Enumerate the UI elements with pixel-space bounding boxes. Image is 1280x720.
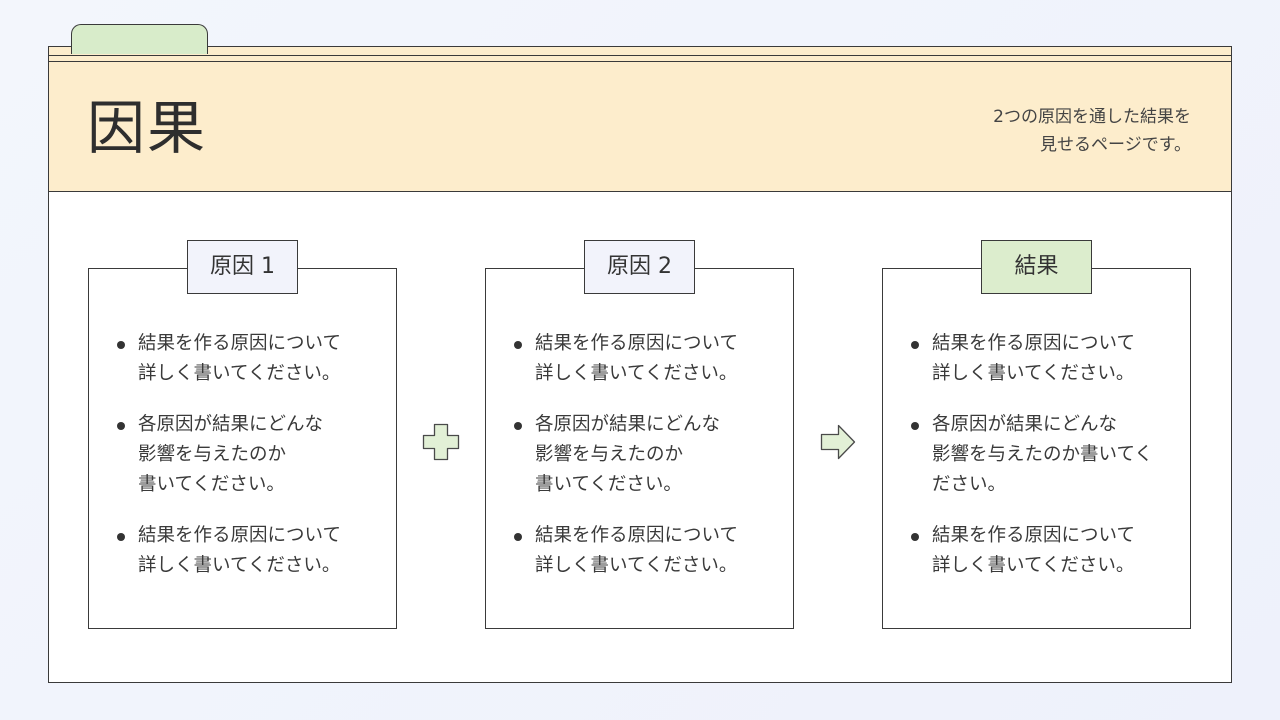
arrow-right-icon [820, 424, 856, 460]
page-title: 因果 [87, 94, 208, 162]
list-item: 結果を作る原因について 詳しく書いてください。 [911, 521, 1153, 581]
subtitle-line: 見せるページです。 [1040, 135, 1191, 155]
subtitle-line: 2つの原因を通した結果を [993, 107, 1191, 127]
folder-tab [71, 24, 208, 54]
cause-label-1: 原因 1 [187, 240, 298, 294]
cause-label-2: 原因 2 [584, 240, 695, 294]
cause-2-list: 結果を作る原因について 詳しく書いてください。 各原因が結果にどんな 影響を与え… [514, 329, 738, 602]
cause-card-2: 原因 2 結果を作る原因について 詳しく書いてください。 各原因が結果にどんな … [485, 240, 794, 629]
header-rule [49, 55, 1231, 62]
list-item: 各原因が結果にどんな 影響を与えたのか 書いてください。 [117, 410, 341, 500]
page-subtitle: 2つの原因を通した結果を 見せるページです。 [993, 103, 1191, 159]
list-item: 各原因が結果にどんな 影響を与えたのか書いてく ださい。 [911, 410, 1153, 500]
list-item: 結果を作る原因について 詳しく書いてください。 [514, 521, 738, 581]
cause-1-list: 結果を作る原因について 詳しく書いてください。 各原因が結果にどんな 影響を与え… [117, 329, 341, 602]
result-list: 結果を作る原因について 詳しく書いてください。 各原因が結果にどんな 影響を与え… [911, 329, 1153, 602]
list-item: 各原因が結果にどんな 影響を与えたのか 書いてください。 [514, 410, 738, 500]
list-item: 結果を作る原因について 詳しく書いてください。 [514, 329, 738, 389]
list-item: 結果を作る原因について 詳しく書いてください。 [911, 329, 1153, 389]
list-item: 結果を作る原因について 詳しく書いてください。 [117, 521, 341, 581]
list-item: 結果を作る原因について 詳しく書いてください。 [117, 329, 341, 389]
header-band: 因果 2つの原因を通した結果を 見せるページです。 [49, 47, 1231, 192]
result-label: 結果 [981, 240, 1092, 294]
result-card: 結果 結果を作る原因について 詳しく書いてください。 各原因が結果にどんな 影響… [882, 240, 1191, 629]
cause-card-1: 原因 1 結果を作る原因について 詳しく書いてください。 各原因が結果にどんな … [88, 240, 397, 629]
plus-icon [422, 423, 460, 461]
